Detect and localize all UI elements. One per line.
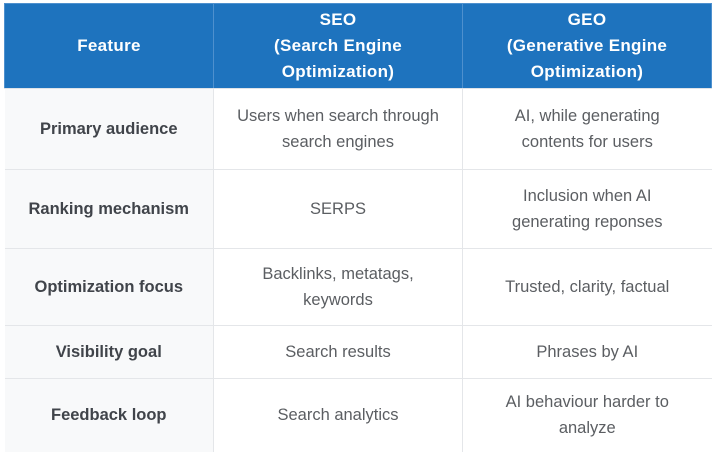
- header-row: Feature SEO (Search Engine Optimization)…: [4, 3, 712, 89]
- cell-seo: Search results: [213, 325, 463, 379]
- table-row: Primary audience Users when search throu…: [4, 88, 712, 170]
- header-cell-geo: GEO (Generative Engine Optimization): [462, 3, 712, 89]
- cell-feature: Optimization focus: [4, 248, 214, 326]
- table-row: Feedback loop Search analytics AI behavi…: [4, 378, 712, 452]
- cell-seo: Users when search through search engines: [213, 88, 463, 170]
- cell-geo: Phrases by AI: [462, 325, 712, 379]
- cell-seo: SERPS: [213, 169, 463, 249]
- cell-feature: Ranking mechanism: [4, 169, 214, 249]
- table-row: Optimization focus Backlinks, metatags, …: [4, 248, 712, 326]
- comparison-table-container: Feature SEO (Search Engine Optimization)…: [4, 3, 712, 452]
- cell-geo: AI, while generating contents for users: [462, 88, 712, 170]
- table-body: Primary audience Users when search throu…: [4, 88, 712, 452]
- cell-geo: Inclusion when AI generating reponses: [462, 169, 712, 249]
- table-header: Feature SEO (Search Engine Optimization)…: [4, 3, 712, 89]
- cell-geo: AI behaviour harder to analyze: [462, 378, 712, 452]
- cell-feature: Feedback loop: [4, 378, 214, 452]
- seo-geo-comparison-table: Feature SEO (Search Engine Optimization)…: [4, 3, 712, 452]
- cell-feature: Visibility goal: [4, 325, 214, 379]
- cell-geo: Trusted, clarity, factual: [462, 248, 712, 326]
- cell-seo: Search analytics: [213, 378, 463, 452]
- table-row: Visibility goal Search results Phrases b…: [4, 325, 712, 379]
- cell-seo: Backlinks, metatags, keywords: [213, 248, 463, 326]
- header-cell-feature: Feature: [4, 3, 214, 89]
- table-row: Ranking mechanism SERPS Inclusion when A…: [4, 169, 712, 249]
- cell-feature: Primary audience: [4, 88, 214, 170]
- header-cell-seo: SEO (Search Engine Optimization): [213, 3, 463, 89]
